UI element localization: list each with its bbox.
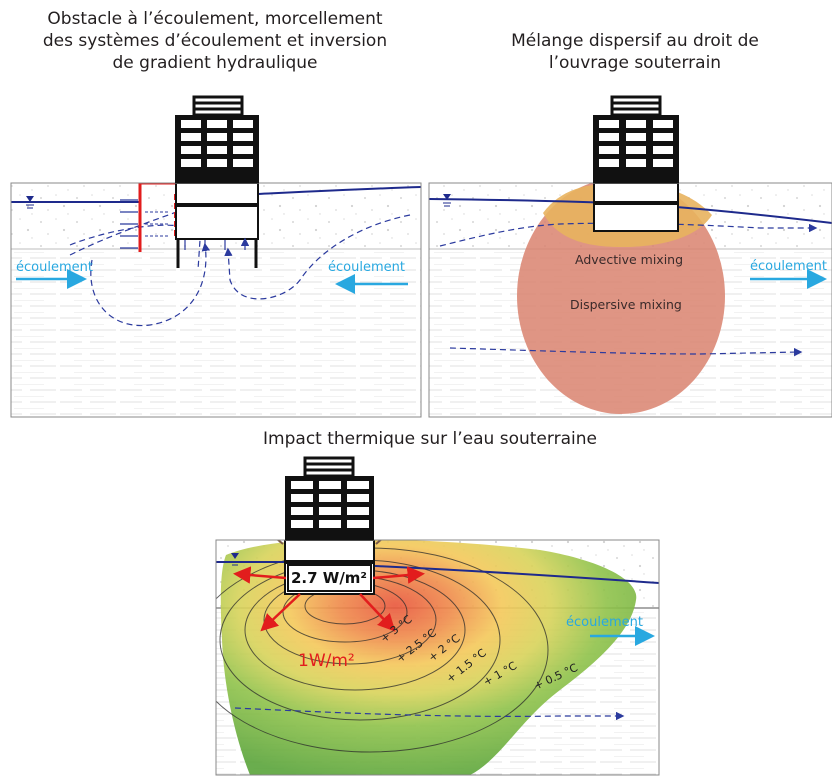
panel1-title-line1: Obstacle à l’écoulement, morcellement [47, 9, 383, 29]
panel3-title-line1: Impact thermique sur l’eau souterraine [263, 429, 597, 449]
panel3-title: Impact thermique sur l’eau souterraine [200, 428, 660, 450]
panel2-title-line1: Mélange dispersif au droit de [511, 31, 759, 51]
ground-heat-flux-label: 1W/m² [298, 651, 355, 671]
building-heat-flux-label: 2.7 W/m² [291, 569, 367, 587]
panel1-title: Obstacle à l’écoulement, morcellement de… [20, 8, 410, 74]
flow-label-panel3: écoulement [566, 615, 643, 630]
building-icon [175, 95, 259, 183]
panel2-diagram: écoulement Advective mixing Dispersive m… [428, 95, 832, 418]
panel2-title-line2: l’ouvrage souterrain [548, 53, 722, 73]
building-icon [593, 95, 679, 183]
water-table-icon [231, 553, 239, 566]
flow-label-panel2: écoulement [750, 259, 827, 274]
building-basement-1 [175, 183, 259, 268]
panel1-diagram: écoulement écoulement [10, 95, 422, 418]
heat-flux-arrows [233, 540, 425, 632]
panel1-title-line3: de gradient hydraulique [112, 53, 318, 73]
building-basement-2 [593, 183, 679, 232]
barrier-wall [138, 183, 175, 252]
panel1-title-line2: des systèmes d’écoulement et inversion [42, 31, 388, 51]
flow-label-panel1-left: écoulement [16, 260, 93, 275]
panel3-frame [215, 539, 660, 776]
building-icon [285, 456, 374, 540]
dispersive-zone [517, 183, 725, 414]
thermal-plume [220, 540, 637, 775]
panel2-title: Mélange dispersif au droit de l’ouvrage … [440, 30, 830, 74]
advective-label: Advective mixing [575, 252, 683, 267]
dispersive-label: Dispersive mixing [570, 297, 682, 312]
water-table-icon [443, 194, 451, 207]
panel3-diagram: écoulement + 3 °C + 2.5 °C + 2 °C + 1.5 … [215, 456, 660, 776]
flow-label-panel1-right: écoulement [328, 260, 405, 275]
water-table-icon [26, 196, 34, 209]
